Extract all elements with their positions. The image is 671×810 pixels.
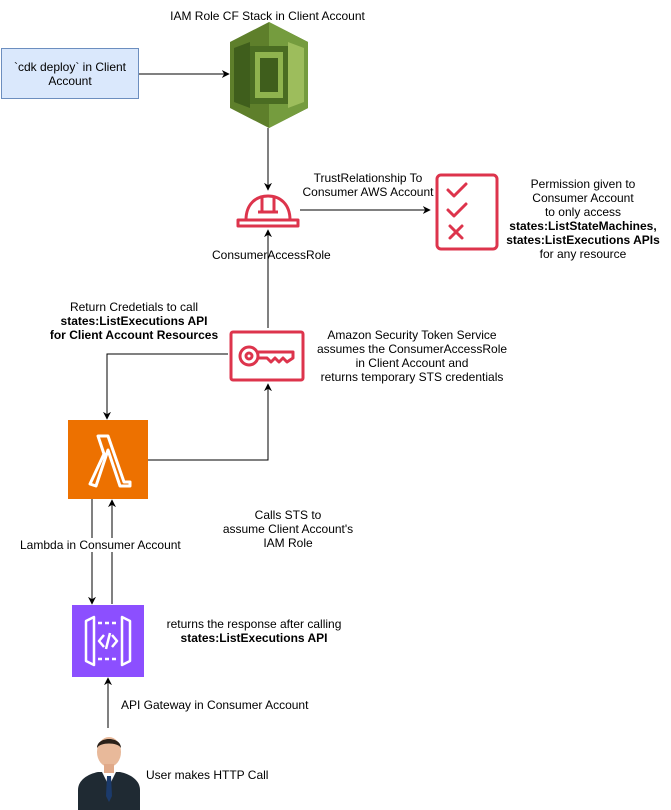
return-line1: Return Credetials to call	[69, 300, 199, 314]
calls-sts-line1: Calls STS to	[254, 508, 322, 522]
role-label: ConsumerAccessRole	[212, 248, 331, 262]
permission-line4: states:ListStateMachines,	[509, 219, 657, 233]
return-credentials-label: Return Credetials to call states:ListExe…	[48, 300, 220, 342]
return-line2: states:ListExecutions API	[60, 314, 208, 328]
returns-response-label: returns the response after calling state…	[154, 617, 354, 645]
cloudformation-stack-icon	[230, 22, 308, 128]
returns-line2: states:ListExecutions API	[180, 631, 328, 645]
permission-text: Permission given to Consumer Account to …	[498, 177, 668, 261]
lambda-label: Lambda in Consumer Account	[20, 538, 190, 552]
permission-line3: to only access	[544, 205, 622, 219]
arrow-sts-to-lambda	[103, 353, 228, 420]
sts-description: Amazon Security Token Service assumes th…	[312, 328, 512, 384]
permission-line5: states:ListExecutions APIs	[506, 233, 660, 247]
cdk-deploy-line1: `cdk deploy` in Client	[13, 59, 127, 74]
sts-line1: Amazon Security Token Service	[327, 328, 497, 342]
returns-line1: returns the response after calling	[166, 617, 342, 631]
calls-sts-line3: IAM Role	[263, 536, 313, 550]
checklist-permission-icon	[435, 173, 499, 251]
user-label: User makes HTTP Call	[146, 768, 269, 782]
user-businessman-icon	[78, 737, 140, 810]
arrow-lambda-to-sts	[147, 383, 272, 461]
trust-relationship-label: TrustRelationship To Consumer AWS Accoun…	[298, 171, 438, 199]
calls-sts-line2: assume Client Account's	[222, 522, 354, 536]
trust-line2: Consumer AWS Account	[302, 185, 434, 199]
cdk-deploy-box: `cdk deploy` in Client Account	[1, 48, 139, 99]
stack-title: IAM Role CF Stack in Client Account	[170, 9, 365, 23]
return-line3: for Client Account Resources	[49, 328, 219, 342]
iam-role-hardhat-icon	[236, 194, 300, 228]
permission-line1: Permission given to	[530, 177, 636, 191]
calls-sts-label: Calls STS to assume Client Account's IAM…	[213, 508, 363, 550]
sts-line2: assumes the ConsumerAccessRole	[316, 342, 508, 356]
lambda-icon	[68, 420, 148, 499]
sts-key-icon	[229, 330, 305, 382]
permission-line2: Consumer Account	[532, 191, 634, 205]
sts-line3: in Client Account and	[355, 356, 469, 370]
permission-line6: for any resource	[539, 247, 627, 261]
api-gateway-icon	[72, 605, 144, 677]
sts-line4: returns temporary STS credentials	[320, 370, 504, 384]
cdk-deploy-line2: Account	[48, 73, 92, 88]
trust-line1: TrustRelationship To	[313, 171, 423, 185]
api-gateway-label: API Gateway in Consumer Account	[121, 698, 309, 712]
